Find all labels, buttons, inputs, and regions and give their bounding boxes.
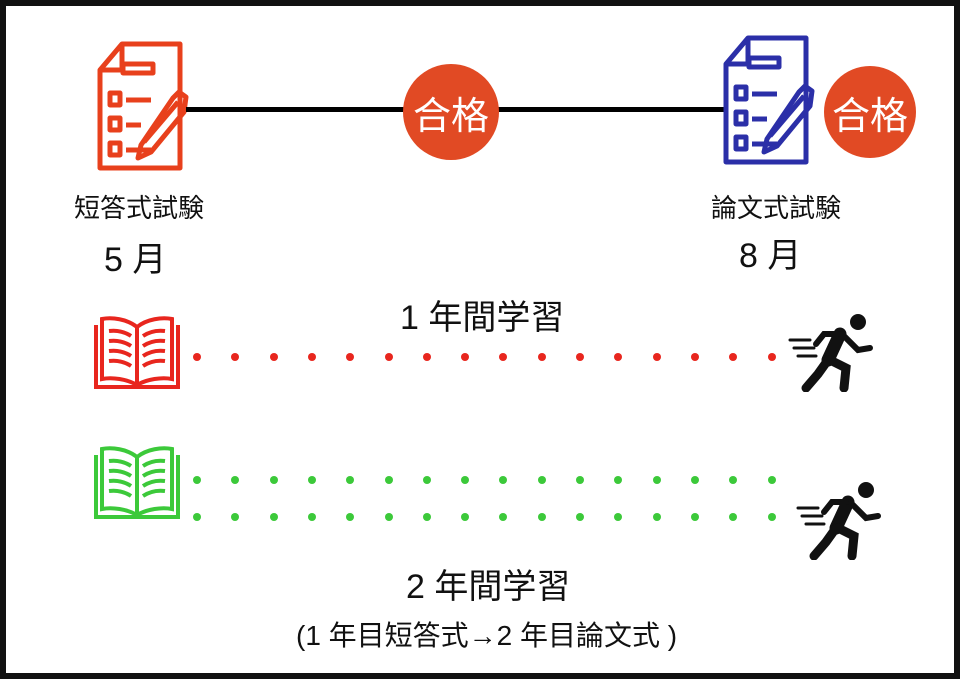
dot [767, 513, 776, 521]
dot [614, 353, 623, 361]
dot [269, 353, 278, 361]
dot [729, 353, 738, 361]
exam1-name: 短答式試験 [74, 193, 205, 223]
green-open-book-icon [94, 446, 180, 519]
short-answer-exam-document-icon [97, 41, 189, 171]
dot [537, 513, 546, 521]
dot [384, 513, 393, 521]
dot [461, 513, 470, 521]
dot [231, 476, 240, 484]
dot [461, 353, 470, 361]
plan2-subtitle: (1 年目短答式→2 年目論文式 ) [296, 620, 678, 651]
dot [461, 476, 470, 484]
plan1-title: 1 年間学習 [400, 299, 565, 337]
dot [307, 476, 316, 484]
pass-badge-1: 合格 [403, 64, 499, 160]
dot [269, 513, 278, 521]
dot [767, 476, 776, 484]
dot [346, 353, 355, 361]
exam2-month: 8 月 [739, 237, 802, 275]
dot [193, 476, 201, 484]
dot [193, 513, 201, 521]
dot [690, 513, 699, 521]
dot [729, 476, 738, 484]
dot [384, 476, 393, 484]
dot [499, 353, 508, 361]
dot [614, 513, 623, 521]
dot [690, 476, 699, 484]
plan2-title: 2 年間学習 [406, 568, 571, 606]
dot [537, 353, 546, 361]
dot [422, 476, 431, 484]
dot [576, 353, 584, 361]
dot [346, 476, 355, 484]
red-open-book-icon [94, 316, 180, 389]
dot [690, 353, 699, 361]
exam1-month: 5 月 [104, 241, 167, 279]
dot [231, 353, 240, 361]
dot [193, 353, 201, 361]
dot [729, 513, 738, 521]
dot [346, 513, 355, 521]
dot [537, 476, 546, 484]
dot [652, 476, 661, 484]
dot [269, 476, 278, 484]
dot [307, 513, 316, 521]
runner-icon [788, 314, 873, 392]
dot [231, 513, 240, 521]
essay-exam-document-icon [723, 35, 815, 165]
dot [652, 513, 661, 521]
diagram-canvas: 合格 合格 短答式試験 5 月 論文式試験 8 月 1 年間学習 [6, 6, 954, 673]
dot [422, 353, 431, 361]
exam2-name: 論文式試験 [711, 193, 842, 223]
dot [499, 476, 508, 484]
dot [422, 513, 431, 521]
dot [576, 476, 584, 484]
dot [499, 513, 508, 521]
dot [307, 353, 316, 361]
dot [652, 353, 661, 361]
dot [767, 353, 776, 361]
dot [384, 353, 393, 361]
dot [614, 476, 623, 484]
dot [576, 513, 584, 521]
runner-icon [796, 482, 881, 560]
pass-badge-2: 合格 [824, 66, 916, 158]
